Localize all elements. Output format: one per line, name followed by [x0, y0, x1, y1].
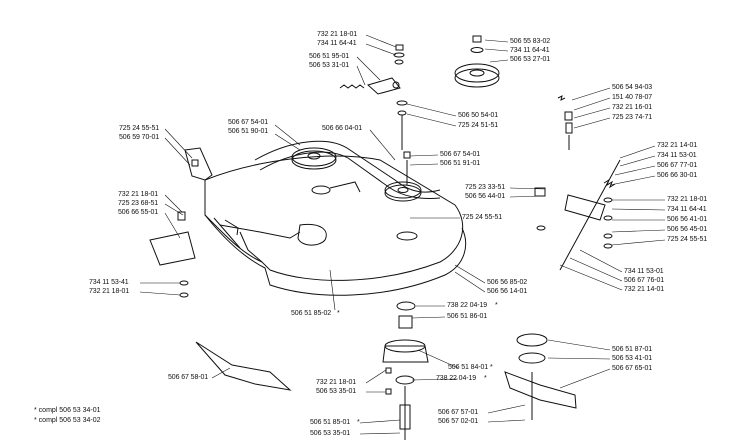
- part-label: 732 21 14-01: [657, 142, 698, 149]
- left-bracket: [184, 147, 213, 181]
- drive-belt: [254, 140, 441, 199]
- part-label: 506 67 58-01: [168, 374, 209, 381]
- part-label: 506 51 95-01: [309, 53, 350, 60]
- part-label: 506 56 44-01: [465, 193, 506, 200]
- asterisk-mark: *: [490, 364, 493, 371]
- part-label: 506 56 85-02: [487, 279, 528, 286]
- part-label: 738 22 04-19: [436, 375, 477, 382]
- part-label: 506 51 84-01: [448, 364, 489, 371]
- part-label: 506 67 77-01: [657, 162, 698, 169]
- right-linkage: [534, 159, 621, 271]
- asterisk-mark: *: [495, 302, 498, 309]
- part-label: 506 56 41-01: [667, 216, 708, 223]
- leader-lines: [139, 34, 666, 435]
- part-label: 725 24 55-51: [119, 125, 160, 132]
- part-label: 734 11 64-41: [667, 206, 707, 213]
- part-label: 725 24 55-51: [462, 214, 503, 221]
- part-label: 506 53 41-01: [612, 355, 653, 362]
- mower-deck: [204, 155, 467, 296]
- part-label: 506 53 31-01: [309, 62, 350, 69]
- left-blade: [195, 341, 292, 391]
- part-label: 732 21 18-01: [316, 379, 357, 386]
- part-label: 725 23 74-71: [612, 114, 653, 121]
- part-label: 732 21 18-01: [667, 196, 708, 203]
- part-label: 734 11 53-01: [657, 152, 697, 159]
- footnote: * compl 506 53 34-01: [34, 407, 101, 414]
- part-label: 732 21 16-01: [612, 104, 653, 111]
- part-label: 734 11 53-41: [89, 279, 129, 286]
- footnote-text: compl 506 53 34-01: [38, 407, 101, 414]
- part-label: 506 67 65-01: [612, 365, 653, 372]
- part-label: 506 59 70-01: [119, 134, 160, 141]
- part-label: 506 51 85-02: [291, 310, 332, 317]
- part-label: 738 22 04-19: [447, 302, 488, 309]
- part-label: 506 55 83-02: [510, 38, 551, 45]
- part-label: 725 23 33-51: [465, 184, 506, 191]
- right-blade: [504, 333, 577, 420]
- deflector-plate: [149, 211, 196, 298]
- part-label: 506 66 04-01: [322, 125, 363, 132]
- part-label: 506 53 35-01: [316, 388, 357, 395]
- part-label: 506 54 94-03: [612, 84, 653, 91]
- center-pulley: [384, 151, 422, 202]
- part-label: 734 11 64-41: [510, 47, 550, 54]
- spindle-assembly: [382, 301, 429, 440]
- left-pulley: [291, 147, 337, 170]
- part-label: 506 50 54-01: [458, 112, 499, 119]
- part-label: 506 56 14-01: [487, 288, 528, 295]
- footnote-text: compl 506 53 34-02: [38, 417, 101, 424]
- part-label: 732 21 18-01: [317, 31, 358, 38]
- linkage-pins: [557, 95, 573, 150]
- part-label: 734 11 64-41: [317, 40, 357, 47]
- part-label: 506 67 54-01: [440, 151, 481, 158]
- idler-arm: [339, 44, 408, 150]
- part-label: 506 67 54-01: [228, 119, 269, 126]
- part-label: 506 51 85-01: [310, 419, 351, 426]
- part-label: 732 21 18-01: [118, 191, 159, 198]
- part-label: 506 56 45-01: [667, 226, 708, 233]
- part-label: 506 51 91-01: [440, 160, 481, 167]
- part-label: 506 51 90-01: [228, 128, 269, 135]
- part-label: 734 11 53-01: [624, 268, 664, 275]
- part-label: 506 66 55-01: [118, 209, 159, 216]
- part-label: 506 51 87-01: [612, 346, 653, 353]
- part-label: 732 21 14-01: [624, 286, 665, 293]
- part-label: 506 53 35-01: [310, 430, 351, 437]
- asterisk-mark: *: [337, 310, 340, 317]
- part-label: 506 67 57-01: [438, 409, 479, 416]
- top-right-pulley: [454, 35, 500, 88]
- part-label: 506 51 86-01: [447, 313, 488, 320]
- part-label: 506 66 30-01: [657, 172, 698, 179]
- asterisk-mark: *: [484, 375, 487, 382]
- part-label: 506 53 27-01: [510, 56, 551, 63]
- part-label: 725 24 51-51: [458, 122, 499, 129]
- part-label: 732 21 18-01: [89, 288, 130, 295]
- part-label: 725 23 68-51: [118, 200, 159, 207]
- part-label: 506 67 76-01: [624, 277, 665, 284]
- part-label: 725 24 55-51: [667, 236, 708, 243]
- asterisk-mark: *: [357, 419, 360, 426]
- footnote: * compl 506 53 34-02: [34, 417, 101, 424]
- part-label: 506 57 02-01: [438, 418, 479, 425]
- part-label: 151 40 78-07: [612, 94, 653, 101]
